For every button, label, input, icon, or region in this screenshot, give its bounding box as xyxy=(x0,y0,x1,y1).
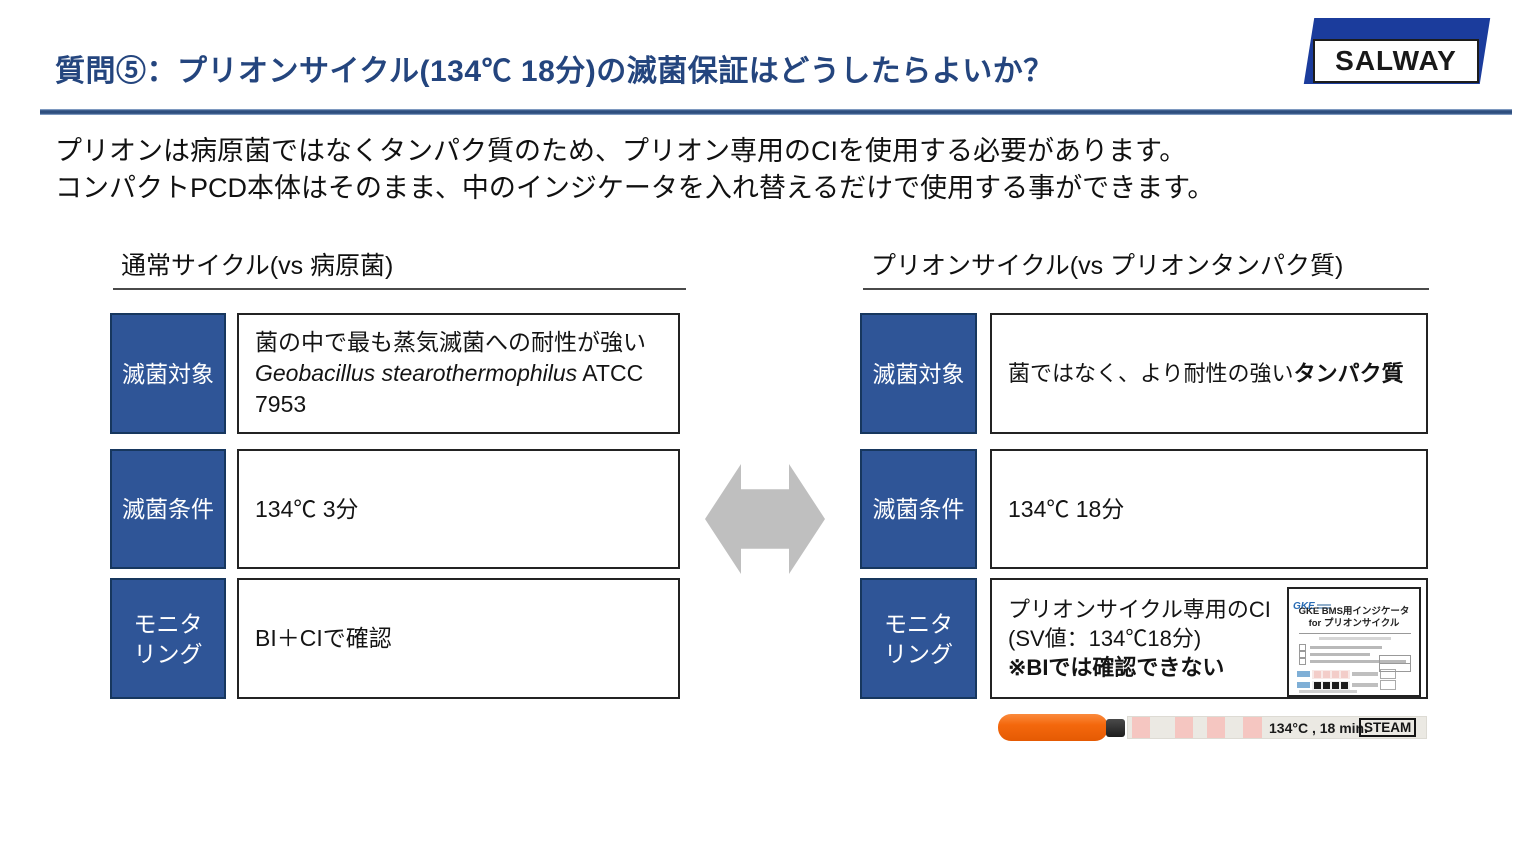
left-row2-content: 134℃ 3分 xyxy=(237,449,680,569)
chemical-indicator-strip: 134°C , 18 min. STEAM xyxy=(1127,716,1427,739)
ci-feature-line-2 xyxy=(1299,651,1370,658)
right-row1-text-normal: 菌ではなく、より耐性の強い xyxy=(1008,361,1294,386)
ci-card-footnote-placeholder xyxy=(1299,690,1357,693)
intro-line-2: コンパクトPCD本体はそのまま、中のインジケータを入れ替えるだけで使用する事がで… xyxy=(55,173,1215,203)
left-row2-label: 滅菌条件 xyxy=(110,449,226,569)
compact-pcd-cap xyxy=(1106,719,1125,737)
left-row3-content: BI＋CIで確認 xyxy=(237,578,680,699)
double-arrow-icon xyxy=(705,464,825,574)
intro-line-1: プリオンは病原菌ではなくタンパク質のため、プリオン専用のCIを使用する必要があり… xyxy=(55,136,1187,166)
right-section-heading: プリオンサイクル(vs プリオンタンパク質) xyxy=(863,246,1429,290)
gke-logo: GKE xyxy=(1293,592,1331,621)
indicator-band xyxy=(1243,717,1262,738)
left-row3-label: モニタ リング xyxy=(110,578,226,699)
left-row3-label-line1: モニタ xyxy=(133,610,203,637)
gke-logo-tagline xyxy=(1316,604,1331,609)
right-row2-value: 134℃ 18分 xyxy=(1008,495,1125,522)
left-row1-text-line1: 菌の中で最も蒸気滅菌への耐性が強い xyxy=(255,329,646,355)
right-row3-label-line2: リング xyxy=(884,640,953,667)
salway-logo-wordmark: SALWAY xyxy=(1313,39,1479,83)
left-row1-text-line2: Geobacillus stearothermophilus ATCC 7953 xyxy=(255,358,662,420)
ci-product-card: GKE GKE BMS用インジケータ for プリオンサイクル xyxy=(1287,587,1421,697)
ci-card-title: GKE BMS用インジケータ for プリオンサイクル xyxy=(1289,606,1419,630)
right-row3-content: プリオンサイクル専用のCI (SV値：134℃18分) ※BIでは確認できない … xyxy=(990,578,1428,699)
ci-card-title-line2: for プリオンサイクル xyxy=(1308,618,1400,629)
left-row1-label: 滅菌対象 xyxy=(110,313,226,434)
right-row3-label: モニタ リング xyxy=(860,578,977,699)
right-row3-line1: プリオンサイクル専用のCI xyxy=(1008,597,1271,622)
ci-feature-line-3 xyxy=(1299,658,1406,665)
ci-card-divider xyxy=(1299,633,1411,634)
strip-temperature-label: 134°C , 18 min. xyxy=(1269,720,1368,736)
species-strain: ATCC 7953 xyxy=(255,360,644,417)
species-name: Geobacillus stearothermophilus xyxy=(255,360,578,386)
compact-pcd-device xyxy=(998,714,1108,741)
left-row3-value: BI＋CIで確認 xyxy=(255,625,392,651)
right-row3-line2: (SV値：134℃18分) xyxy=(1008,626,1202,651)
indicator-band xyxy=(1207,717,1225,738)
left-section-heading: 通常サイクル(vs 病原菌) xyxy=(113,246,686,290)
right-row1-text-bold: タンパク質 xyxy=(1293,361,1404,386)
ci-card-caption-placeholder xyxy=(1319,637,1391,640)
page-title: 質問⑤：プリオンサイクル(134℃ 18分)の滅菌保証はどうしたらよいか？ xyxy=(55,55,1054,88)
right-row3-line3: ※BIでは確認できない xyxy=(1008,655,1225,680)
ci-sample-strip-unprocessed xyxy=(1297,669,1396,679)
salway-logo: SALWAY xyxy=(1297,16,1499,98)
ci-sample-strip-processed xyxy=(1297,680,1396,690)
right-row1-label: 滅菌対象 xyxy=(860,313,977,434)
indicator-band xyxy=(1175,717,1193,738)
ci-card-title-line1: GKE BMS用インジケータ xyxy=(1298,606,1410,617)
left-row3-label-line2: リング xyxy=(133,640,203,667)
right-row1-text: 菌ではなく、より耐性の強いタンパク質 xyxy=(1008,358,1410,389)
right-row2-label: 滅菌条件 xyxy=(860,449,977,569)
intro-paragraph: プリオンは病原菌ではなくタンパク質のため、プリオン専用のCIを使用する必要があり… xyxy=(55,133,1214,207)
ci-card-mini-table xyxy=(1379,655,1411,672)
header-divider xyxy=(40,109,1512,115)
ci-feature-line-1 xyxy=(1299,644,1382,651)
right-row1-content: 菌ではなく、より耐性の強いタンパク質 xyxy=(990,313,1428,434)
indicator-band xyxy=(1132,717,1150,738)
strip-steam-badge: STEAM xyxy=(1359,718,1417,737)
left-row1-content: 菌の中で最も蒸気滅菌への耐性が強い Geobacillus stearother… xyxy=(237,313,680,434)
right-row2-content: 134℃ 18分 xyxy=(990,449,1428,569)
left-row2-value: 134℃ 3分 xyxy=(255,495,359,522)
right-row3-label-line1: モニタ xyxy=(884,610,953,637)
gke-logo-text: GKE xyxy=(1293,601,1315,612)
